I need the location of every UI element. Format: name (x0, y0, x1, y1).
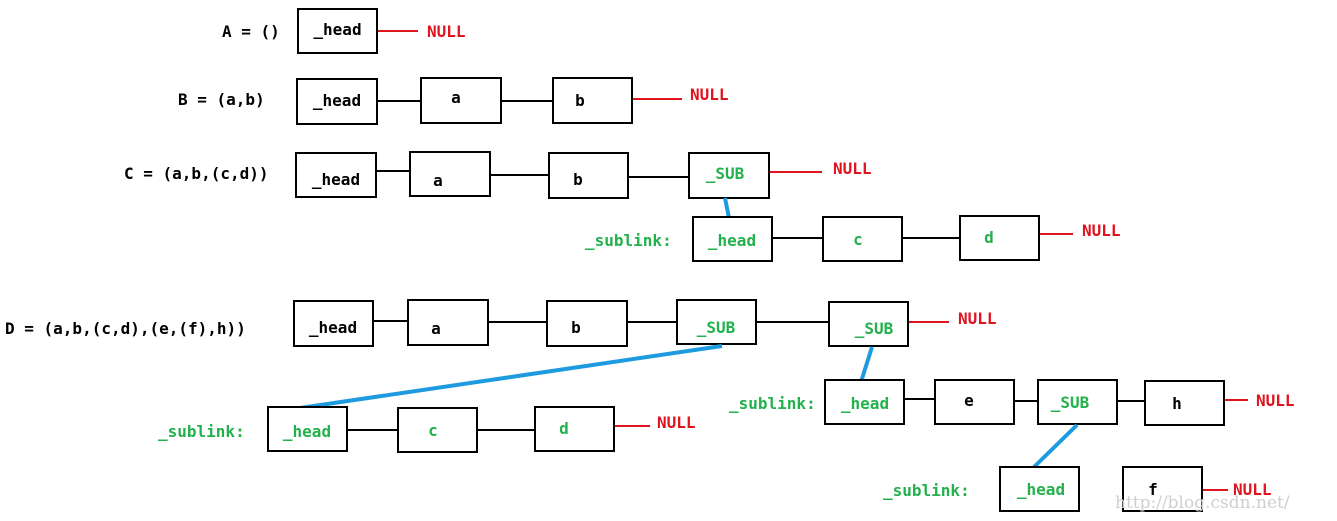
list-c-sublink-connector (723, 197, 731, 219)
list-c-sublink-label: _sublink: (585, 231, 672, 250)
list-d-sub1-head-node: _head (267, 406, 348, 452)
list-c-node-b: b (548, 152, 629, 199)
list-d-node-d-text: d (559, 419, 569, 438)
list-d-sublink1-connector (299, 344, 723, 410)
list-d-node-h: h (1144, 380, 1225, 426)
list-d-sublink2-connector (859, 346, 874, 383)
list-d-node-e-text: e (964, 391, 974, 410)
list-c-head-node: _head (295, 152, 377, 198)
list-b-node-b-text: b (575, 91, 585, 110)
list-c-node-b-text: b (573, 170, 583, 189)
list-a-head-node: _head (297, 8, 378, 54)
list-d-sub3-head-text: _head (1017, 480, 1065, 499)
list-b-node-a: a (420, 77, 502, 124)
list-d-node-a: a (407, 299, 489, 346)
list-d-node-b: b (546, 300, 628, 347)
list-d-sub1-head-text: _head (283, 422, 331, 441)
list-b-head-text: _head (313, 91, 361, 110)
list-d-label: D = (a,b,(c,d),(e,(f),h)) (5, 319, 246, 338)
list-d-sublink1-label: _sublink: (158, 422, 245, 441)
list-d-sub1-node: _SUB (676, 299, 757, 345)
list-d-sub2-head-text: _head (841, 394, 889, 413)
list-d-node-h-text: h (1172, 394, 1182, 413)
list-c-node-d: d (959, 215, 1040, 261)
watermark: http://blog.csdn.net/ (1115, 493, 1290, 513)
list-d-sublink3-connector (1032, 423, 1079, 469)
list-b-head-node: _head (296, 78, 378, 125)
list-d-sub2-null-text: NULL (1256, 391, 1295, 410)
list-d-sub3-null-text: NULL (1233, 480, 1272, 499)
list-c-sub-text: _SUB (706, 164, 745, 183)
list-d-node-d: d (534, 406, 615, 452)
list-b-null-text: NULL (690, 85, 729, 104)
list-b-node-a-text: a (451, 88, 461, 107)
list-d-sub1-text: _SUB (697, 318, 736, 337)
list-d-sub3-node: _SUB (1037, 379, 1118, 425)
list-c-node-a: a (409, 151, 491, 197)
list-d-node-f-text: f (1148, 480, 1158, 499)
list-c-sub-head-text: _head (708, 231, 756, 250)
list-a-null-text: NULL (427, 22, 466, 41)
list-c-head-text: _head (312, 170, 360, 189)
list-c-node-c-text: c (853, 230, 863, 249)
list-d-sub2-node: _SUB (828, 301, 909, 347)
list-d-node-b-text: b (571, 318, 581, 337)
list-d-sub3-text: _SUB (1051, 393, 1090, 412)
list-b-label: B = (a,b) (178, 90, 265, 109)
list-c-null-text: NULL (833, 159, 872, 178)
list-c-node-d-text: d (984, 228, 994, 247)
list-d-head-node: _head (293, 300, 374, 347)
list-d-sub2-head-node: _head (824, 379, 905, 425)
list-d-sub2-text: _SUB (855, 319, 894, 338)
list-d-sub3-head-node: _head (999, 466, 1080, 512)
list-c-sub-head-node: _head (692, 216, 773, 262)
list-b-node-b: b (552, 77, 633, 124)
list-a-head-text: _head (313, 20, 361, 39)
list-d-sub1-null-text: NULL (657, 413, 696, 432)
list-c-sub-null-text: NULL (1082, 221, 1121, 240)
list-d-head-text: _head (309, 318, 357, 337)
list-d-node-c-text: c (428, 421, 438, 440)
list-c-node-a-text: a (433, 171, 443, 190)
list-d-null-text: NULL (958, 309, 997, 328)
list-d-node-e: e (934, 379, 1015, 425)
list-c-label: C = (a,b,(c,d)) (124, 164, 269, 183)
list-d-sublink3-label: _sublink: (883, 481, 970, 500)
list-d-sublink2-label: _sublink: (729, 394, 816, 413)
list-c-node-c: c (822, 216, 903, 262)
list-d-node-c: c (397, 407, 478, 453)
list-a-label: A = () (222, 22, 280, 41)
list-d-node-f: f (1122, 466, 1203, 512)
list-c-sub-node: _SUB (688, 152, 770, 199)
list-d-node-a-text: a (431, 319, 441, 338)
